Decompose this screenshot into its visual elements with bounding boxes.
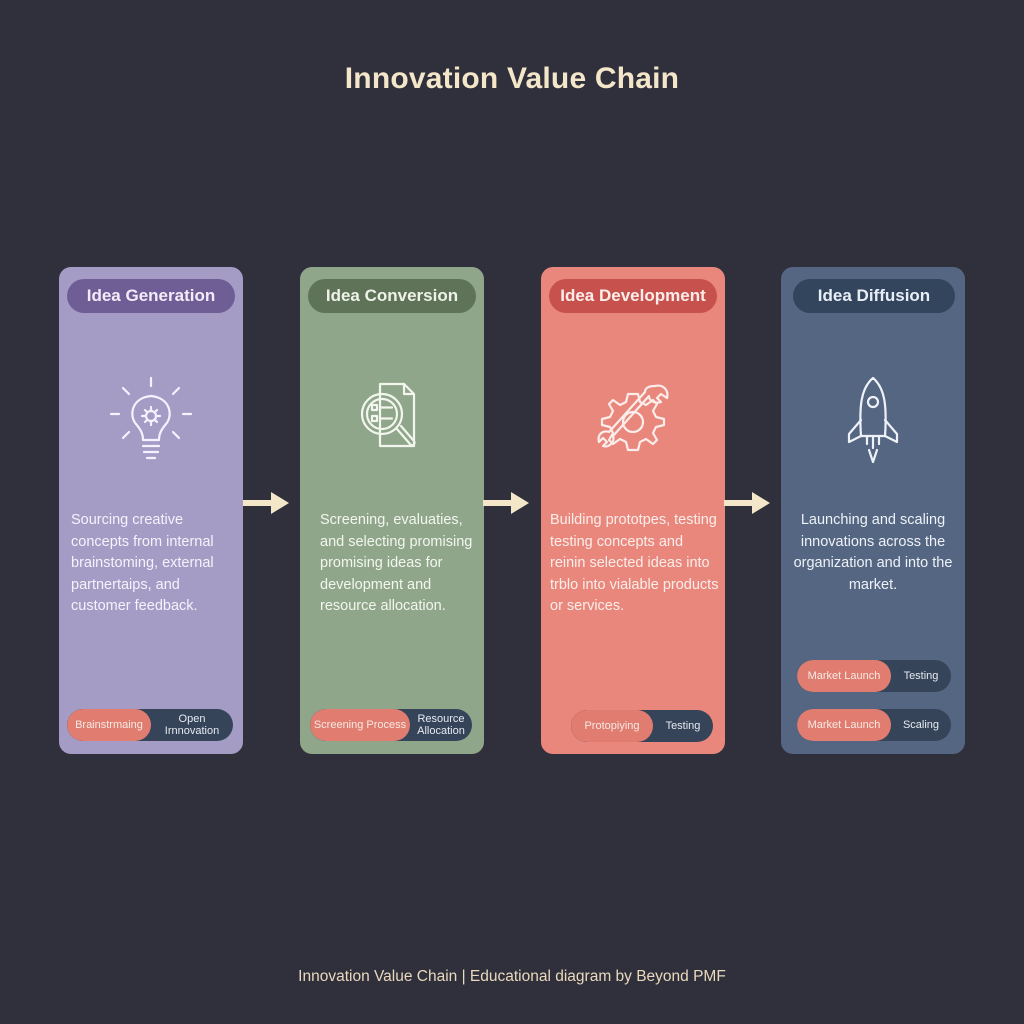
rocket-icon [781, 372, 965, 472]
arrow-right-icon [724, 492, 770, 514]
tag-market-launch: Market Launch [797, 660, 891, 692]
stage-description: Building prototpes, testing testing conc… [550, 512, 719, 614]
tag-row: Market Launch Scaling [797, 709, 951, 741]
tag-market-launch: Market Launch [797, 709, 891, 741]
tag-row: Market Launch Testing [797, 660, 951, 692]
tag-prototyping: Protopiying [571, 710, 653, 742]
stage-title: Idea Conversion [308, 279, 476, 313]
tag-testing: Testing [665, 720, 701, 732]
tag-screening-process: Screening Process [310, 709, 410, 741]
stage-title: Idea Diffusion [793, 279, 955, 313]
lightbulb-gear-icon [59, 372, 243, 472]
tag-row: Brainstrmaing Open Irnnovation [67, 709, 233, 741]
stage-description: Sourcing creative concepts from internal… [71, 512, 214, 614]
arrow-right-icon [483, 492, 529, 514]
stage-title: Idea Generation [67, 279, 235, 313]
stage-description: Launching and scaling innovations across… [793, 512, 953, 593]
tag-row: Protopiying Testing [571, 710, 713, 742]
stage-description: Screening, evaluaties, and selecting pro… [320, 512, 473, 614]
document-magnifier-icon [300, 372, 484, 472]
arrow-right-icon [243, 492, 289, 514]
footer-caption: Innovation Value Chain | Educational dia… [298, 968, 726, 985]
stage-card-idea-conversion: Idea Conversion Screening, evaluaties, a… [300, 267, 484, 754]
stage-card-idea-development: Idea Development Building prototpes, tes… [541, 267, 725, 754]
gear-wrench-icon [541, 372, 725, 472]
tag-scaling: Scaling [902, 719, 940, 731]
tag-brainstorming: Brainstrmaing [67, 709, 151, 741]
stage-card-idea-diffusion: Idea Diffusion Launching and scaling inn… [781, 267, 965, 754]
stage-title: Idea Development [549, 279, 717, 313]
tag-testing: Testing [903, 670, 939, 682]
stage-card-idea-generation: Idea Generation Sourcing creative concep… [59, 267, 243, 754]
tag-open-innovation: Open Irnnovation [164, 713, 220, 737]
diagram-title: Innovation Value Chain [344, 62, 680, 95]
tag-resource-allocation: Resource Allocation [417, 713, 465, 737]
tag-row: Screening Process Resource Allocation [310, 709, 472, 741]
